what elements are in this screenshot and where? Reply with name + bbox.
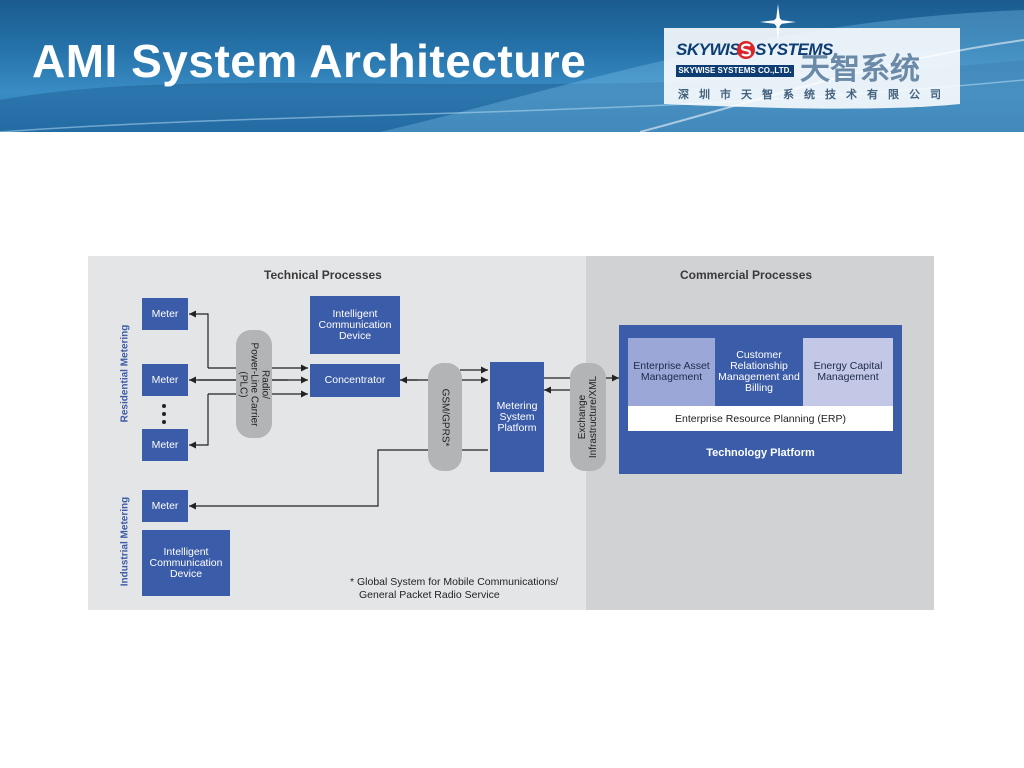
plc-pill-text: Radio/ Power-Line Carrier (PLC) <box>238 342 271 426</box>
metering-system-platform: Metering System Platform <box>490 362 544 472</box>
arrow-to-meter-1 <box>189 310 209 368</box>
logo-s-emblem-icon <box>737 41 755 59</box>
footnote-line-2: General Packet Radio Service <box>359 589 500 601</box>
enterprise-asset-management: Enterprise Asset Management <box>628 338 715 406</box>
footnote: * Global System for Mobile Communication… <box>350 576 558 602</box>
plc-line-1: Radio/ <box>259 369 271 399</box>
slide-header: AMI System Architecture SKYWISE SYSTEMS … <box>0 0 1024 132</box>
exchange-xml-text: Exchange Infrastructure/XML <box>577 376 599 458</box>
plc-line-3: (PLC) <box>237 370 249 398</box>
customer-relationship-management: Customer Relationship Management and Bil… <box>715 338 803 406</box>
wave-shape <box>0 60 1024 132</box>
residential-meter-3: Meter <box>142 429 188 461</box>
gsm-gprs-text: GSM/GPRS* <box>439 388 451 446</box>
logo-company-en: SKYWISE SYSTEMS CO.,LTD. <box>676 65 794 77</box>
residential-meter-2: Meter <box>142 364 188 396</box>
exchange-line-1: Exchange <box>577 394 589 440</box>
gsm-gprs-pill: GSM/GPRS* <box>428 363 462 471</box>
industrial-meter: Meter <box>142 490 188 522</box>
arrow-to-meter-3 <box>189 394 209 449</box>
plc-pill: Radio/ Power-Line Carrier (PLC) <box>236 330 272 438</box>
residential-meter-1: Meter <box>142 298 188 330</box>
commercial-processes-title: Commercial Processes <box>680 268 813 282</box>
plc-line-2: Power-Line Carrier <box>248 342 260 426</box>
technical-processes-title: Technical Processes <box>264 268 382 282</box>
company-logo: SKYWISE SYSTEMS SKYWISE SYSTEMS CO.,LTD.… <box>676 30 952 112</box>
energy-capital-management: Energy Capital Management <box>803 338 893 406</box>
slide-title: AMI System Architecture <box>32 35 587 87</box>
technology-platform-label: Technology Platform <box>706 447 815 459</box>
exchange-xml-pill: Exchange Infrastructure/XML <box>570 363 606 471</box>
logo-name-cn: 天智系统 <box>800 52 920 87</box>
concentrator: Concentrator <box>310 364 400 397</box>
footnote-line-1: * Global System for Mobile Communication… <box>350 576 559 588</box>
more-meters-dots <box>162 404 166 424</box>
sparkle-icon <box>760 4 796 40</box>
icd-residential: Intelligent Communication Device <box>310 296 400 354</box>
enterprise-resource-planning: Enterprise Resource Planning (ERP) <box>628 406 893 431</box>
icd-industrial: Intelligent Communication Device <box>142 530 230 596</box>
logo-subtitle-cn: 深圳市天智系统技术有限公司 <box>678 88 951 101</box>
exchange-line-2: Infrastructure/XML <box>588 375 600 459</box>
ami-architecture-diagram: Technical Processes Commercial Processes… <box>88 256 934 610</box>
technology-platform: Enterprise Asset Management Customer Rel… <box>619 325 902 474</box>
